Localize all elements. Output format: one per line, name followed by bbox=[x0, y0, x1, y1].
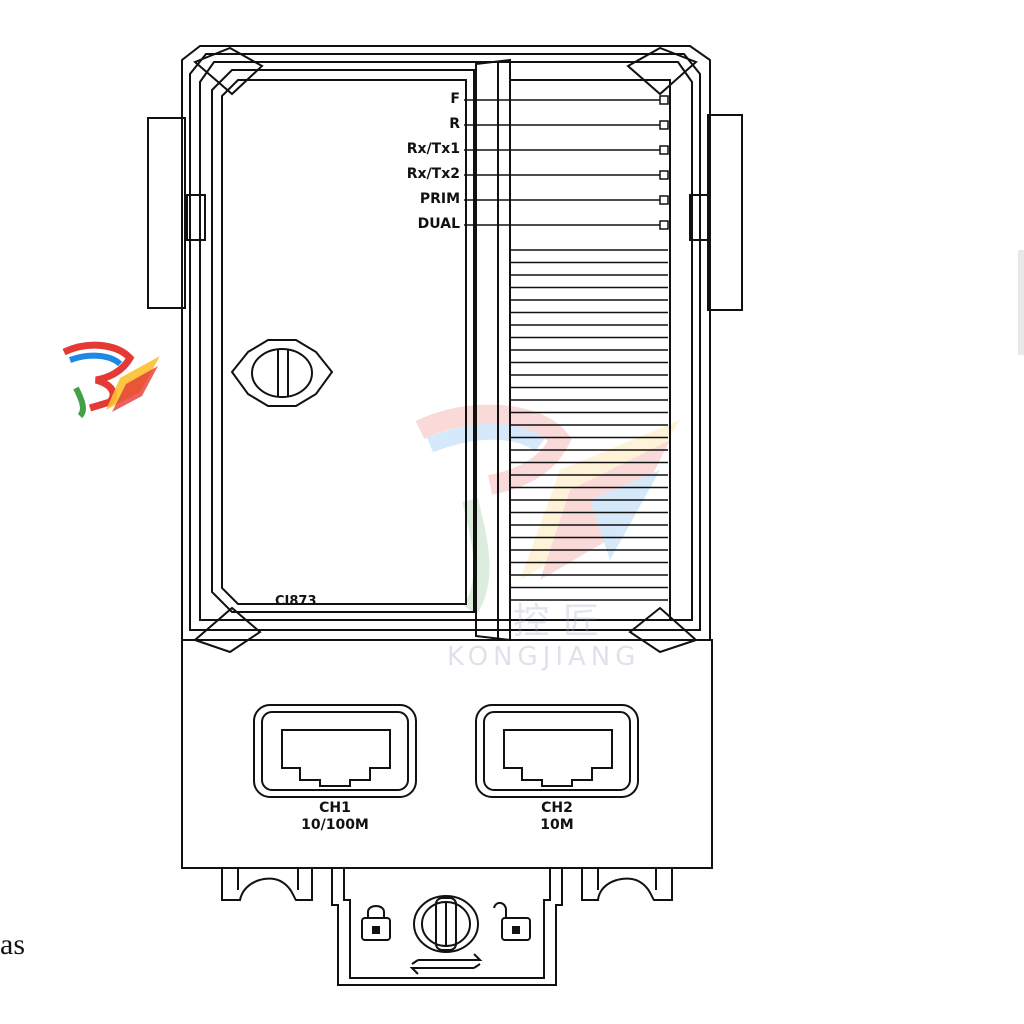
lock-open-icon bbox=[493, 902, 531, 941]
port-ch1[interactable] bbox=[253, 704, 417, 798]
led-label-3: Rx/Tx2 bbox=[406, 166, 460, 182]
led-label-5: DUAL bbox=[417, 216, 460, 232]
led-label-2: Rx/Tx1 bbox=[406, 141, 460, 157]
led-label-0: F bbox=[450, 91, 460, 107]
led-indicator bbox=[659, 170, 669, 180]
front-panel bbox=[193, 46, 698, 654]
module-housing bbox=[181, 45, 713, 869]
left-mount-tab bbox=[147, 117, 206, 309]
led-indicator bbox=[659, 120, 669, 130]
bidirectional-arrow-icon bbox=[409, 953, 483, 975]
port-ch1-speed: 10/100M bbox=[301, 817, 369, 833]
right-mount-tab bbox=[689, 114, 743, 311]
cropped-page-text: as bbox=[0, 928, 25, 961]
model-label: CI873 bbox=[275, 594, 317, 609]
cooling-ribs bbox=[510, 249, 668, 601]
led-indicator bbox=[659, 145, 669, 155]
led-indicator bbox=[659, 220, 669, 230]
port-ch1-name: CH1 bbox=[319, 800, 351, 816]
port-ch2-label: CH2 10M bbox=[487, 800, 627, 834]
led-label-1: R bbox=[449, 116, 460, 132]
led-indicator bbox=[659, 195, 669, 205]
rj45-socket-icon bbox=[281, 729, 391, 787]
led-indicator bbox=[659, 95, 669, 105]
logo-icon bbox=[62, 341, 160, 419]
rj45-socket-icon bbox=[503, 729, 613, 787]
port-ch2-name: CH2 bbox=[541, 800, 573, 816]
port-ch2-speed: 10M bbox=[540, 817, 574, 833]
panel-screw-icon bbox=[230, 339, 334, 407]
rotary-lock-knob-icon[interactable] bbox=[413, 895, 479, 953]
bottom-clip-left bbox=[221, 868, 313, 901]
watermark-en: KONGJIANG bbox=[447, 642, 641, 672]
bottom-clip-right bbox=[581, 868, 673, 901]
lock-closed-icon bbox=[361, 905, 391, 941]
adjacent-module-edge bbox=[1018, 250, 1024, 355]
led-leader-lines bbox=[464, 95, 669, 230]
port-ch1-label: CH1 10/100M bbox=[265, 800, 405, 834]
locking-tab[interactable] bbox=[331, 868, 563, 986]
watermark-cn: 控匠 bbox=[513, 601, 614, 642]
port-ch2[interactable] bbox=[475, 704, 639, 798]
led-label-4: PRIM bbox=[419, 191, 460, 207]
